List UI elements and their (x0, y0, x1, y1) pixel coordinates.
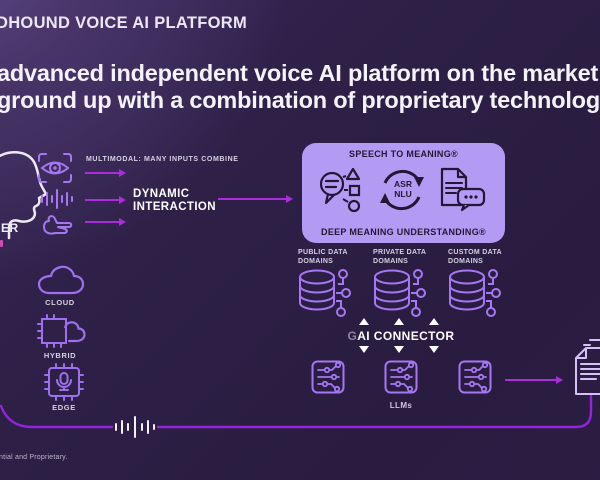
documents-icon (575, 339, 600, 395)
cloud-label: CLOUD (45, 298, 75, 307)
connector-up-arrow-2 (394, 318, 404, 325)
connector-up-arrow-1 (359, 318, 369, 325)
deep-meaning-label: DEEP MEANING UNDERSTANDING® (321, 227, 486, 237)
transcript-chat-icon (440, 167, 486, 212)
user-head-icon (0, 151, 48, 240)
touch-hand-icon (43, 215, 73, 235)
hybrid-icon (37, 314, 86, 348)
llms-label: LLMs (389, 401, 413, 410)
pink-text-fragment (0, 240, 3, 247)
connector-down-arrow-3 (429, 346, 439, 353)
speech-to-meaning-box: SPEECH TO MEANING® ASR NLU (302, 143, 505, 243)
public-data-label: PUBLIC DATA DOMAINS (298, 249, 348, 265)
speech-bubble-shapes-icon (319, 167, 361, 213)
asr-nlu-cycle-icon (380, 169, 424, 211)
hybrid-label: HYBRID (43, 351, 77, 360)
ai-connector-label: GAI CONNECTOR (347, 329, 455, 343)
public-database-icon (299, 269, 351, 317)
headline-line-1: advanced independent voice AI platform o… (0, 60, 599, 86)
output-arrow (505, 376, 563, 384)
input-arrow-1 (85, 169, 126, 177)
connector-down-arrow-1 (359, 346, 369, 353)
private-data-label: PRIVATE DATA DOMAINS (373, 249, 427, 265)
speech-to-meaning-label: SPEECH TO MEANING® (349, 149, 458, 159)
dynamic-interaction-label: DYNAMIC INTERACTION (133, 188, 216, 213)
input-arrow-2 (85, 196, 126, 204)
asr-nlu-label: ASR NLU (394, 179, 412, 199)
headline-line-2: ground up with a combination of propriet… (0, 86, 600, 113)
headline: advanced independent voice AI platform o… (0, 60, 600, 113)
vision-eye-icon (38, 153, 72, 183)
cloud-icon (37, 265, 85, 295)
interaction-arrow (218, 195, 293, 203)
edge-label: EDGE (52, 403, 76, 412)
llm-chip-icon-1 (311, 360, 345, 394)
multimodal-caption: MULTIMODAL: MANY INPUTS COMBINE (86, 156, 239, 163)
confidentiality-note: ntial and Proprietary. (0, 454, 68, 461)
edge-icon (44, 363, 84, 401)
custom-database-icon (449, 269, 501, 317)
llm-chip-icon-3 (458, 360, 492, 394)
connector-up-arrow-3 (429, 318, 439, 325)
input-arrow-3 (85, 218, 126, 226)
private-database-icon (374, 269, 426, 317)
connector-down-arrow-2 (394, 346, 404, 353)
user-label: ER (1, 221, 19, 235)
audio-waveform-icon (115, 416, 155, 438)
llm-chip-icon-2 (384, 360, 418, 394)
page-title: DHOUND VOICE AI PLATFORM (0, 14, 248, 32)
custom-data-label: CUSTOM DATA DOMAINS (448, 249, 502, 265)
voice-wave-icon (41, 189, 73, 209)
